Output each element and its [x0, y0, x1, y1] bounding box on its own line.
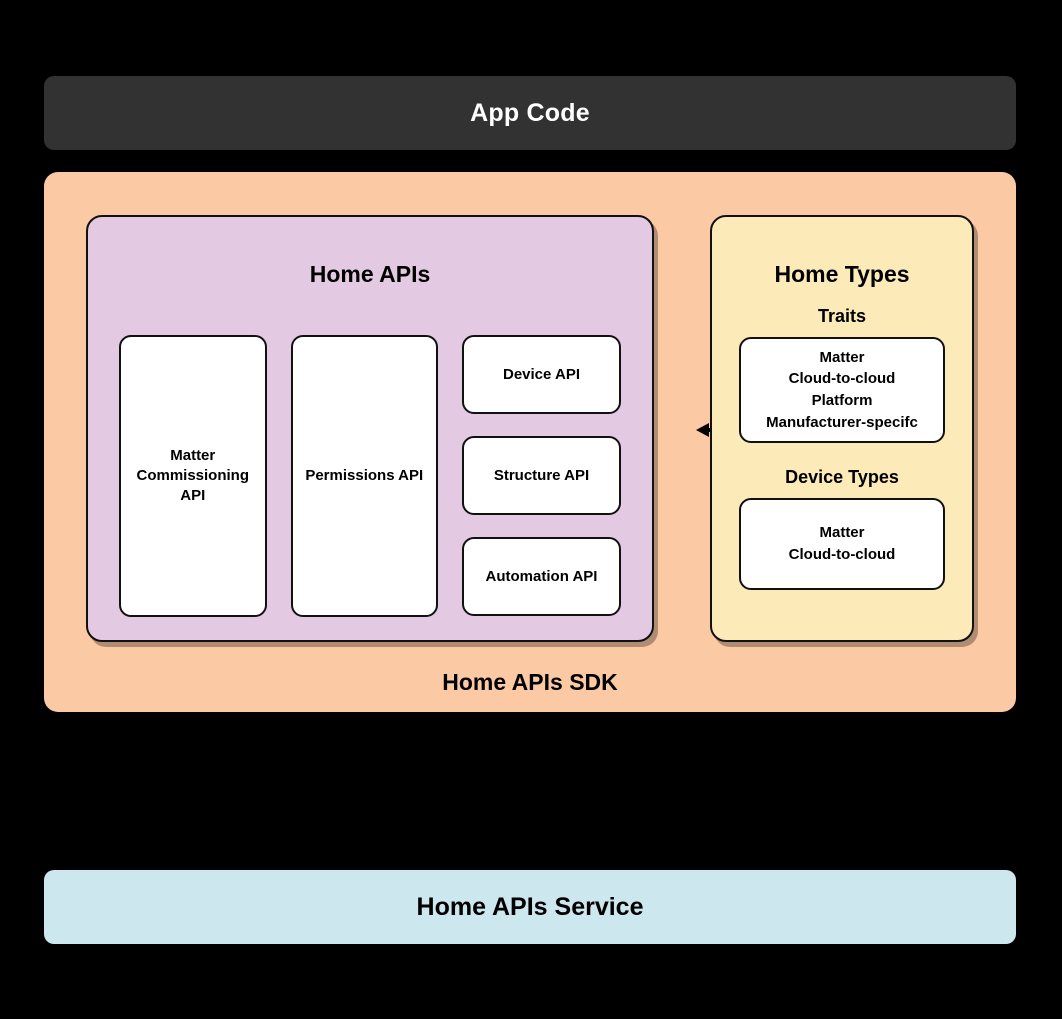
matter-commissioning-api-box[interactable]: Matter Commissioning API — [119, 335, 267, 617]
home-types-panel: Home Types Traits Matter Cloud-to-cloud … — [710, 215, 974, 642]
traits-box[interactable]: Matter Cloud-to-cloud Platform Manufactu… — [739, 337, 945, 443]
automation-api-box[interactable]: Automation API — [462, 537, 621, 616]
home-apis-panel: Home APIs Matter Commissioning API Permi… — [86, 215, 654, 642]
home-apis-service-label: Home APIs Service — [416, 892, 644, 921]
app-code-label: App Code — [470, 98, 590, 127]
home-types-title: Home Types — [774, 261, 910, 287]
home-apis-boxes-row: Matter Commissioning API Permissions API… — [119, 335, 621, 617]
traits-group-label: Traits — [817, 306, 867, 326]
permissions-api-box[interactable]: Permissions API — [290, 335, 438, 617]
device-types-group-label: Device Types — [785, 467, 899, 487]
home-apis-sdk-panel: Home APIs Matter Commissioning API Permi… — [44, 172, 1016, 712]
home-apis-service-bar: Home APIs Service — [44, 870, 1016, 944]
home-apis-title: Home APIs — [309, 261, 431, 287]
structure-api-box[interactable]: Structure API — [462, 436, 621, 515]
api-stack-column: Device API Structure API Automation API — [462, 335, 621, 616]
device-api-box[interactable]: Device API — [462, 335, 621, 414]
home-apis-sdk-caption: Home APIs SDK — [442, 669, 618, 695]
app-code-bar: App Code — [44, 76, 1016, 150]
device-types-box[interactable]: Matter Cloud-to-cloud — [739, 498, 945, 590]
